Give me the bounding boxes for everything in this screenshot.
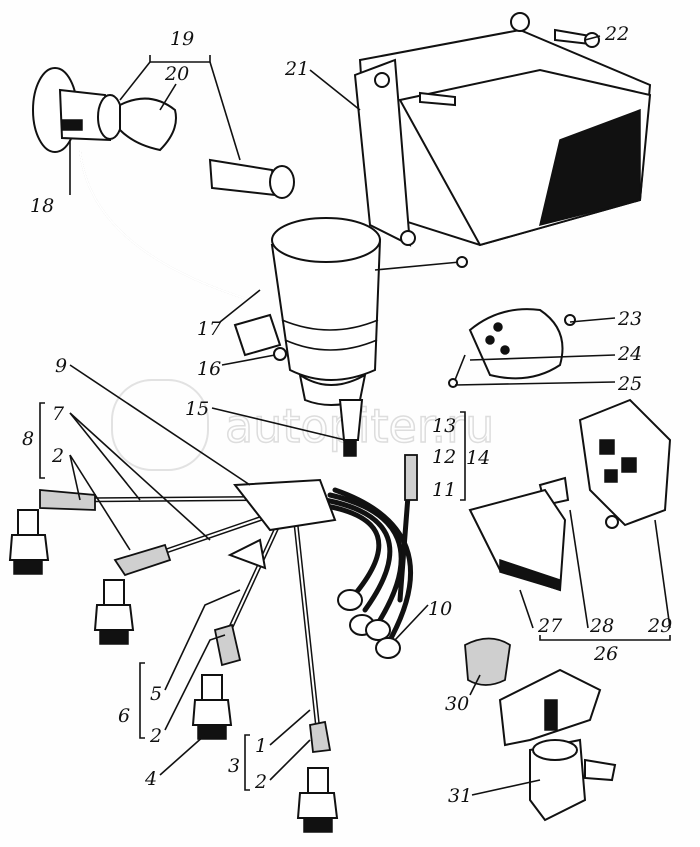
label-5: 5 [150, 683, 162, 705]
ignition-coil [233, 217, 468, 457]
label-24: 24 [617, 343, 642, 365]
label-22: 22 [604, 23, 629, 45]
voltage-regulator [353, 12, 652, 247]
label-11: 11 [432, 479, 456, 501]
connector-block [468, 398, 672, 592]
label-12: 12 [432, 446, 456, 468]
label-2-middle: 2 [149, 725, 162, 747]
label-29: 29 [647, 615, 672, 637]
label-10: 10 [428, 598, 452, 620]
label-23: 23 [617, 308, 642, 330]
label-26: 26 [593, 643, 618, 665]
label-25: 25 [617, 373, 642, 395]
label-9: 9 [55, 355, 67, 377]
label-8: 8 [22, 428, 34, 450]
label-28: 28 [589, 615, 614, 637]
label-16: 16 [197, 358, 221, 380]
label-18: 18 [30, 195, 54, 217]
label-2-top: 2 [51, 445, 64, 467]
label-13: 13 [432, 415, 456, 437]
bracket-31 [498, 668, 617, 822]
label-4: 4 [144, 768, 157, 790]
label-19: 19 [170, 28, 194, 50]
label-15: 15 [185, 398, 209, 420]
label-20: 20 [164, 63, 189, 85]
label-21: 21 [284, 58, 309, 80]
label-7: 7 [52, 403, 65, 425]
lamp-assembly [32, 67, 295, 199]
label-27: 27 [537, 615, 563, 637]
leader-lines [39, 35, 671, 796]
spark-plugs [8, 509, 339, 833]
label-17: 17 [197, 318, 222, 340]
label-31: 31 [448, 785, 472, 807]
wire-terminals-10 [337, 589, 401, 659]
label-30: 30 [445, 693, 469, 715]
label-3: 3 [228, 755, 240, 777]
high-tension-wires [39, 454, 418, 753]
label-2-bottom: 2 [254, 771, 267, 793]
distributor-cap [448, 308, 576, 388]
label-14: 14 [466, 447, 490, 469]
callout-labels: 19 20 22 21 18 17 16 23 24 25 9 15 7 8 2… [22, 23, 672, 807]
label-1: 1 [255, 735, 267, 757]
rubber-cap-30 [464, 637, 511, 686]
label-6: 6 [118, 705, 130, 727]
